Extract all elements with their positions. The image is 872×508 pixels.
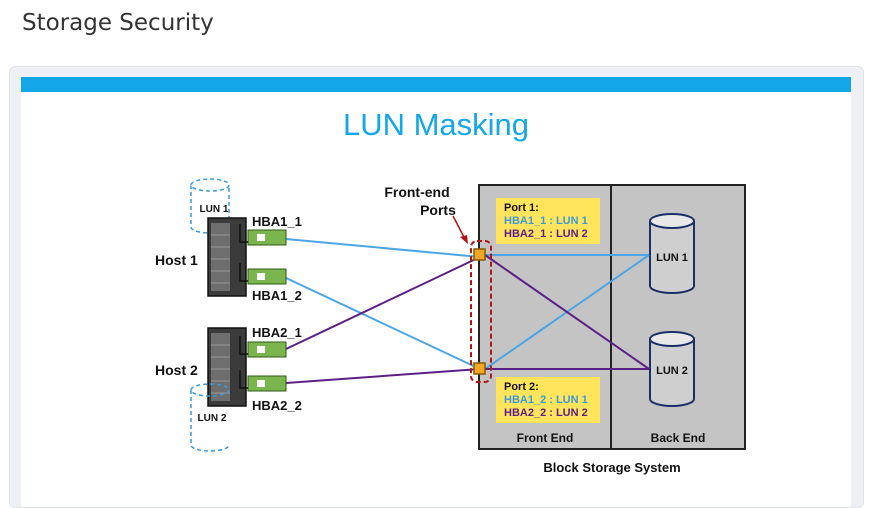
host2-lun-cylinder (190, 390, 230, 452)
lun-masking-diagram: LUN Masking Front End Back End Block Sto… (155, 107, 746, 475)
storage-lun1-label: LUN 1 (656, 252, 688, 264)
hba2_1-card (247, 341, 287, 358)
front-end-port-mask (470, 240, 492, 383)
link-hba2_1-port1 (285, 256, 481, 350)
host2-lun-label: LUN 2 (198, 413, 227, 424)
slide-accent-bar (21, 77, 851, 92)
host2-label: Host 2 (155, 362, 198, 378)
storage-lun2-cylinder: LUN 2 (649, 331, 695, 407)
hba2_1-label: HBA2_1 (252, 325, 302, 340)
hba1_2-card (247, 268, 287, 285)
port2-info-box: Port 2: HBA1_2 : LUN 1 HBA2_2 : LUN 2 (496, 377, 600, 423)
host2: HBA2_1 HBA2_2 Host 2 LUN 2 (155, 325, 302, 452)
hba1_1-card (247, 229, 287, 246)
slide-title: LUN Masking (343, 107, 529, 142)
storage-lun1-cylinder: LUN 1 (649, 213, 695, 294)
link-port1-lun2 (484, 254, 650, 370)
host1-lun-cylinder (190, 185, 230, 234)
link-hba2_2-port2 (285, 368, 481, 384)
port2-title: Port 2: (504, 381, 539, 393)
port1-title: Port 1: (504, 202, 539, 214)
port1-line2: HBA2_1 : LUN 2 (504, 228, 588, 240)
host1-lun-label: LUN 1 (200, 204, 229, 215)
hba2_2-card (247, 375, 287, 392)
port1-square (473, 248, 486, 261)
port1-line1: HBA1_1 : LUN 1 (504, 215, 588, 227)
port1-info-box: Port 1: HBA1_1 : LUN 1 HBA2_1 : LUN 2 (496, 198, 600, 244)
link-hba1_1-port1 (285, 238, 481, 258)
front-end-ports-label-line1: Front-end (384, 184, 449, 200)
front-end-section-label: Front End (517, 431, 574, 445)
host1: LUN 1 HBA1_1 HBA1_2 Host 1 (155, 178, 302, 303)
back-end-section-label: Back End (651, 431, 706, 445)
link-hba1_2-port2 (285, 277, 481, 370)
hba1_1-label: HBA1_1 (252, 214, 302, 229)
front-end-ports-arrowhead (460, 235, 468, 244)
slide: LUN Masking Front End Back End Block Sto… (21, 77, 851, 507)
hba2_2-label: HBA2_2 (252, 398, 302, 413)
front-end-ports-pointer (452, 215, 466, 240)
hba1_2-label: HBA1_2 (252, 288, 302, 303)
host1-label: Host 1 (155, 252, 198, 268)
connection-lines (285, 238, 650, 384)
port2-line2: HBA2_2 : LUN 2 (504, 407, 588, 419)
storage-system-label: Block Storage System (543, 460, 680, 475)
storage-lun2-label: LUN 2 (656, 365, 688, 377)
front-end-ports-label-line2: Ports (420, 202, 456, 218)
page-title: Storage Security (22, 10, 214, 36)
port2-square (473, 362, 486, 375)
port2-line1: HBA1_2 : LUN 1 (504, 394, 588, 406)
